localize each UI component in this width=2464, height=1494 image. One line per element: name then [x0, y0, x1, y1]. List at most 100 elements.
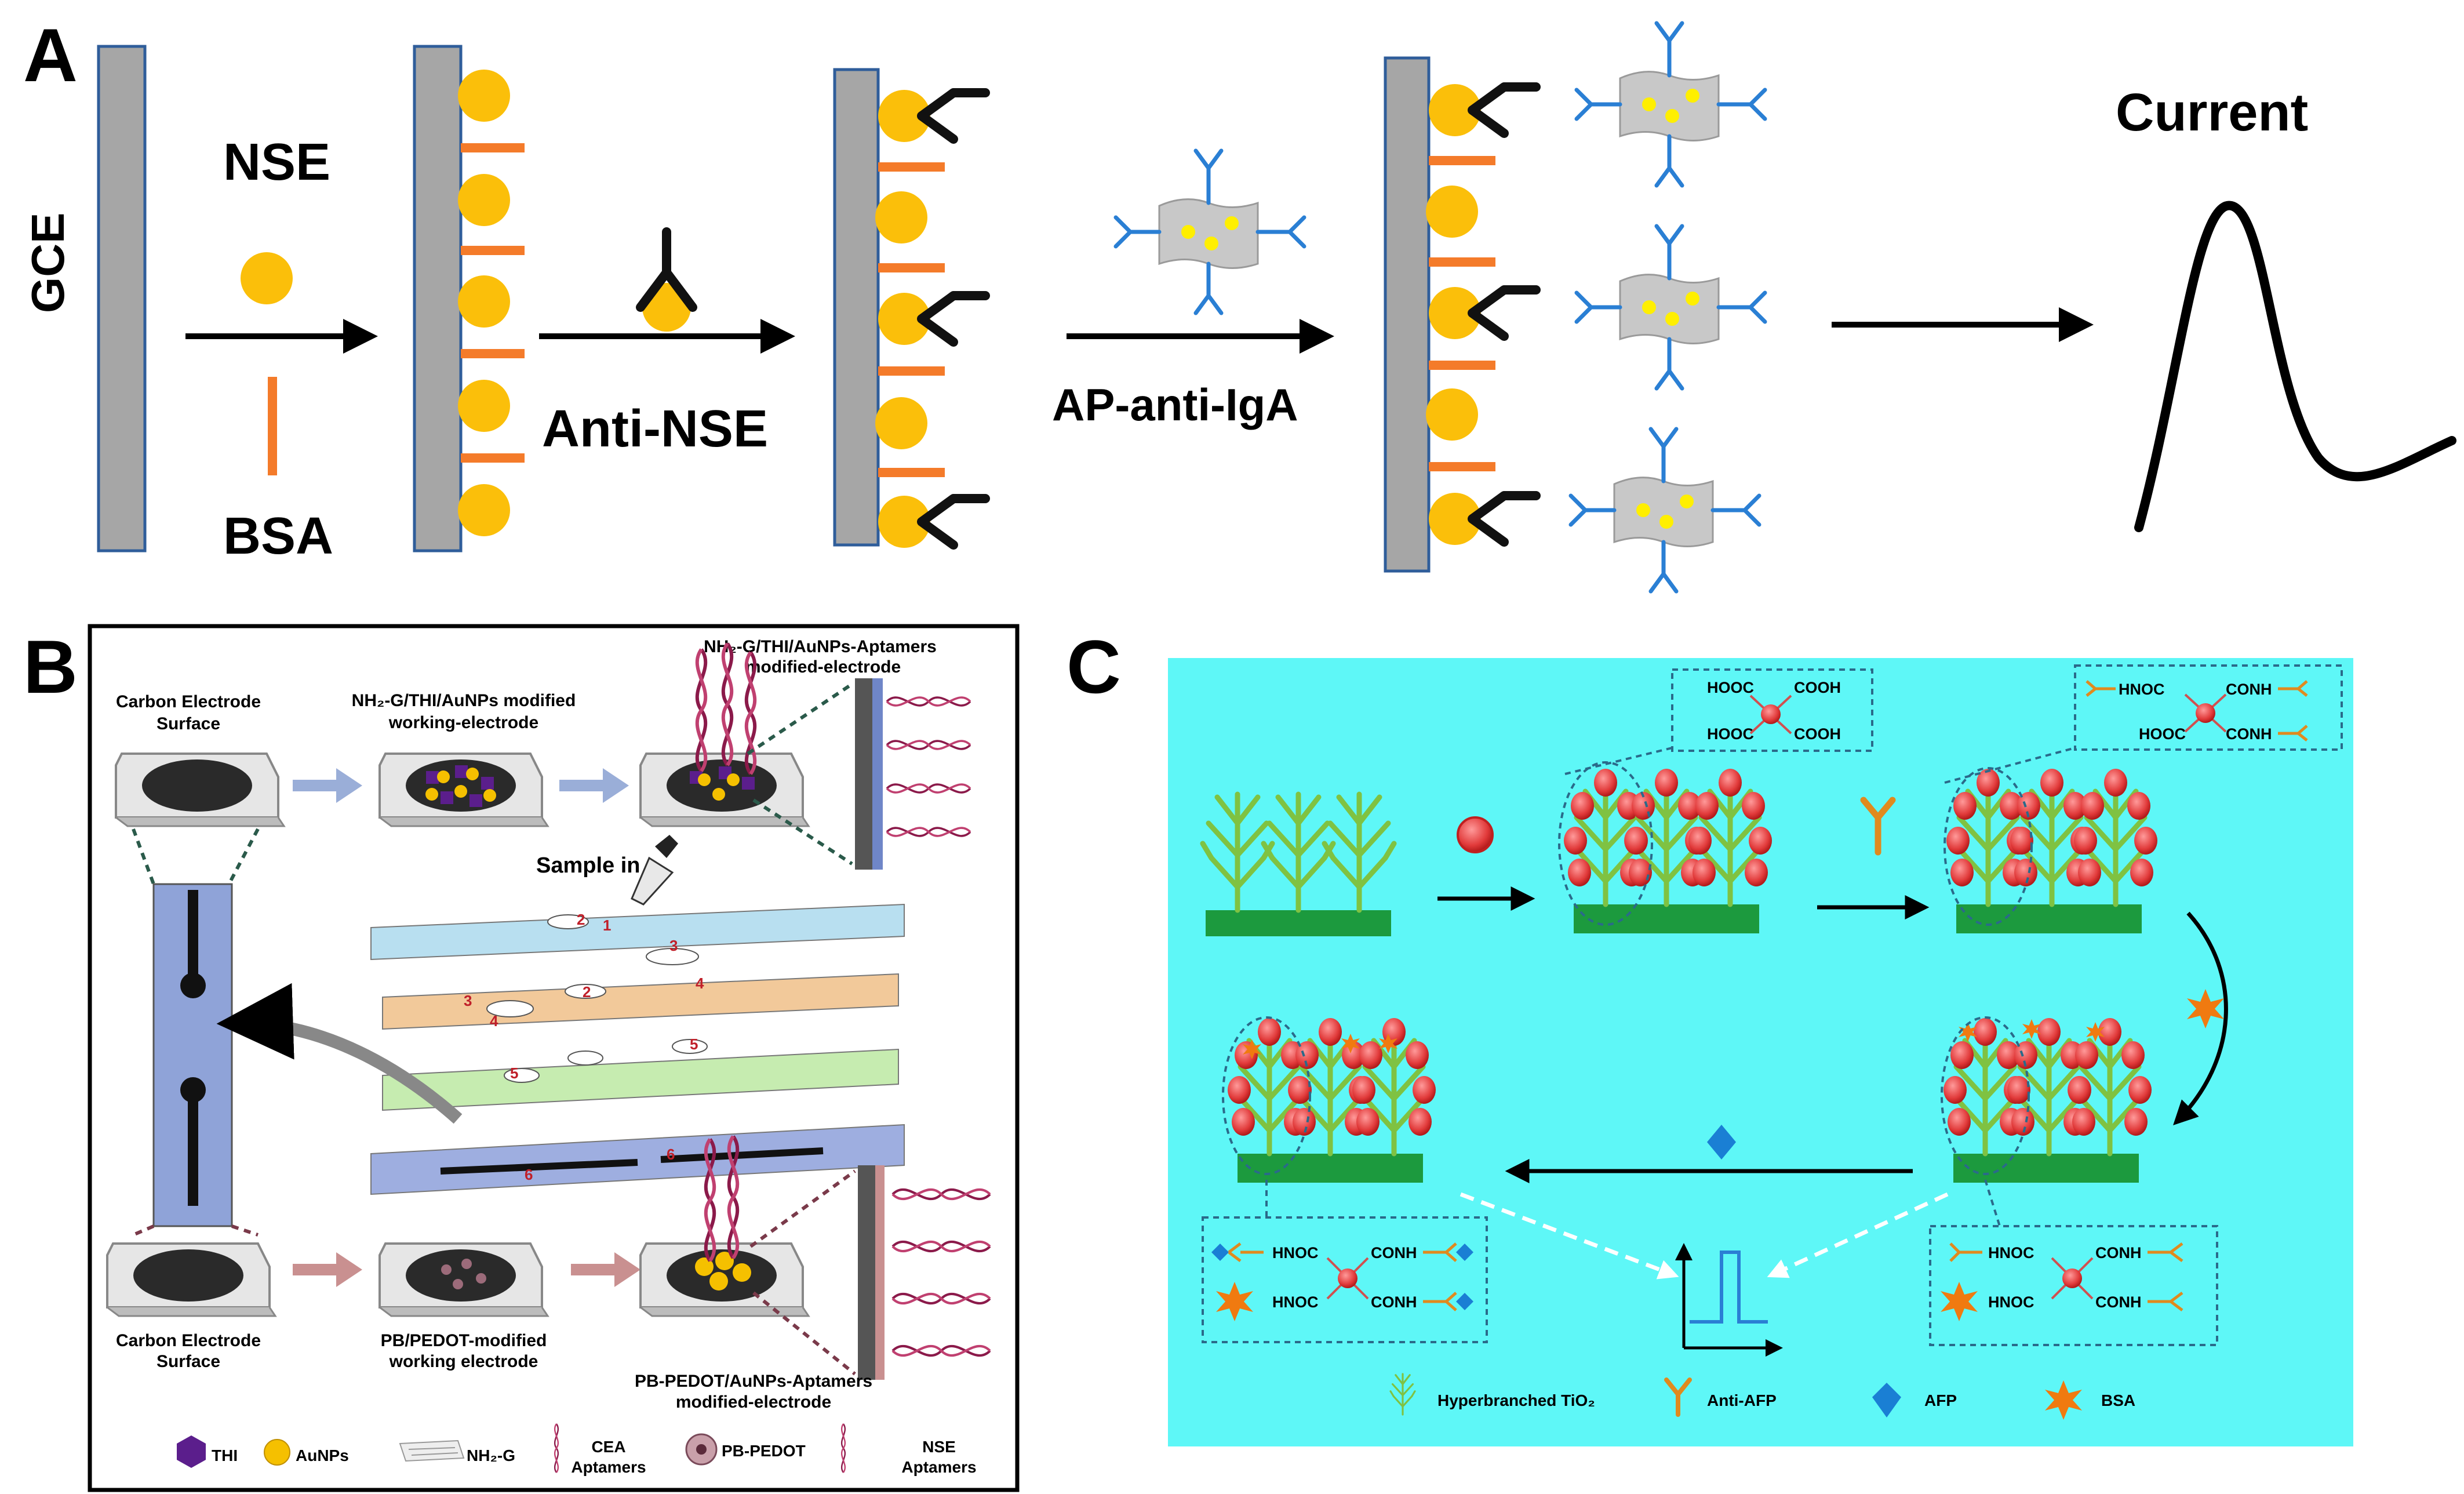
modified-bottom-label-1: PB/PEDOT-modified — [381, 1331, 547, 1350]
antibody-icon — [1664, 1377, 1692, 1417]
svg-text:5: 5 — [690, 1035, 698, 1053]
formula-box-1 — [1671, 668, 1873, 752]
tio2-particles-substrate — [1558, 761, 1772, 933]
current-label: Current — [2116, 83, 2308, 142]
arrow-c-3 — [2173, 911, 2228, 1125]
anti-nse-icon — [636, 227, 697, 332]
legend-b-pbpedot: PB-PEDOT — [722, 1442, 806, 1460]
legend-b-cea-2: Aptamers — [571, 1458, 646, 1476]
svg-text:4: 4 — [490, 1012, 498, 1030]
zoom-line-top — [747, 682, 853, 755]
formula-1: HOOC COOH HOOC COOH — [1707, 679, 1841, 743]
formula-4: HNOC CONH HNOC CONH — [1941, 1242, 2183, 1321]
carbon-surface-bottom-label-2: Surface — [156, 1352, 220, 1371]
carbon-surface-top-label-2: Surface — [156, 714, 220, 733]
electrode-anti-nse — [833, 68, 985, 548]
nse-particle-icon — [241, 252, 293, 304]
panel-a-label: A — [23, 13, 78, 97]
svg-text:2: 2 — [583, 983, 591, 1001]
svg-text:CONH: CONH — [2226, 725, 2272, 743]
svg-text:4: 4 — [696, 975, 704, 992]
svg-text:HNOC: HNOC — [2119, 681, 2165, 698]
dashed-arrow-left — [1460, 1192, 1679, 1279]
pipette-icon — [631, 835, 678, 906]
zoom-line-bottom — [749, 1169, 856, 1248]
svg-text:COOH: COOH — [1794, 679, 1841, 696]
modified-bottom-label-2: working electrode — [389, 1352, 538, 1371]
graphene-sheet-icon — [399, 1440, 465, 1462]
legend-b-nse: NSE — [922, 1438, 956, 1456]
aptamer-top-label-2: modified-electrode — [745, 657, 901, 677]
afp-bound-substrate — [1222, 1016, 1436, 1183]
anti-afp-icon — [1860, 797, 1896, 856]
legend-b-nse-2: Aptamers — [901, 1458, 976, 1476]
anti-nse-label: Anti-NSE — [542, 400, 768, 458]
pb-pedot-electrode — [378, 1242, 549, 1317]
carbon-surface-bottom-label-1: Carbon Electrode — [116, 1331, 261, 1350]
arrow-b-2 — [559, 768, 629, 803]
modified-top-label-2: working-electrode — [388, 713, 538, 732]
svg-text:HOOC: HOOC — [1707, 725, 1754, 743]
legend-b-thi: THI — [212, 1446, 238, 1464]
panel-a: A GCE NSE BSA Anti-NSE — [22, 13, 2456, 591]
svg-text:CONH: CONH — [2095, 1293, 2142, 1311]
carbon-electrode-bottom — [106, 1242, 276, 1317]
formula-box-4 — [1929, 1225, 2218, 1346]
panel-c: C HOOC COOH HOOC COOH — [1067, 624, 2353, 1446]
svg-text:HOOC: HOOC — [2139, 725, 2186, 743]
svg-text:5: 5 — [510, 1064, 518, 1082]
formula-box-2 — [2074, 664, 2343, 751]
formula-3: HNOC CONH HNOC CONH — [1211, 1242, 1473, 1321]
circle-icon — [264, 1439, 290, 1466]
legend-c-bsa: BSA — [2101, 1391, 2135, 1409]
panel-c-legend: Hyperbranched TiO₂ Anti-AFP AFP BSA — [1389, 1373, 2135, 1420]
svg-text:3: 3 — [669, 937, 678, 954]
svg-text:HOOC: HOOC — [1707, 679, 1754, 696]
modified-top-label-1: NH₂-G/THI/AuNPs modified — [352, 691, 576, 710]
svg-text:HNOC: HNOC — [1272, 1293, 1319, 1311]
svg-text:6: 6 — [525, 1166, 533, 1183]
electrode-label: GCE — [22, 213, 74, 313]
panel-b-label: B — [23, 624, 78, 709]
panel-c-label: C — [1067, 624, 1121, 709]
carbon-surface-top-label-1: Carbon Electrode — [116, 692, 261, 711]
bsa-label: BSA — [223, 507, 333, 565]
svg-text:1: 1 — [603, 917, 611, 934]
ap-anti-iga-label: AP-anti-IgA — [1052, 379, 1298, 430]
thi-aunps-electrode — [378, 753, 549, 827]
electrode-complete — [1384, 23, 1765, 591]
formula-box-3 — [1202, 1216, 1488, 1343]
arrow-b-1 — [293, 768, 362, 803]
red-particle-icon — [1457, 816, 1494, 853]
svg-text:CONH: CONH — [1371, 1244, 1417, 1262]
aptamer-bottom-label-2: modified-electrode — [676, 1393, 831, 1412]
svg-text:CONH: CONH — [1371, 1293, 1417, 1311]
svg-text:6: 6 — [667, 1146, 675, 1163]
bsa-blocked-substrate — [1941, 1016, 2152, 1183]
legend-b-aunps: AuNPs — [296, 1446, 349, 1464]
arrow-b-4 — [571, 1252, 640, 1287]
panel-b-legend: THI AuNPs NH₂-G CEA Aptamers PB-PEDOT NS… — [177, 1423, 977, 1476]
legend-c-anti-afp: Anti-AFP — [1707, 1391, 1777, 1409]
anti-afp-substrate — [1943, 767, 2157, 933]
dashed-arrow-right — [1767, 1192, 1949, 1278]
bare-tio2-substrate — [1203, 794, 1394, 936]
aptamer-top-label-1: NH₂-G/THI/AuNPs-Aptamers — [704, 637, 937, 656]
bare-electrode — [97, 45, 147, 552]
legend-c-afp: AFP — [1924, 1391, 1957, 1409]
svg-text:HNOC: HNOC — [1988, 1244, 2034, 1262]
formula-2: HNOC CONH HOOC CONH — [2086, 680, 2308, 743]
signal-plot-icon — [1675, 1243, 1783, 1357]
svg-text:3: 3 — [464, 992, 472, 1009]
zoom-line-bottom-2 — [752, 1291, 856, 1376]
legend-b-nh2g: NH₂-G — [467, 1446, 515, 1464]
svg-text:CONH: CONH — [2226, 681, 2272, 698]
arrow-b-3 — [293, 1252, 362, 1287]
legend-c-tio2: Hyperbranched TiO₂ — [1437, 1391, 1595, 1409]
svg-text:COOH: COOH — [1794, 725, 1841, 743]
svg-text:2: 2 — [577, 911, 585, 928]
aptamer-electrode-top — [639, 644, 971, 870]
chip-layers — [370, 903, 905, 1195]
aptamer-bottom-label-1: PB-PEDOT/AuNPs-Aptamers — [635, 1372, 872, 1391]
